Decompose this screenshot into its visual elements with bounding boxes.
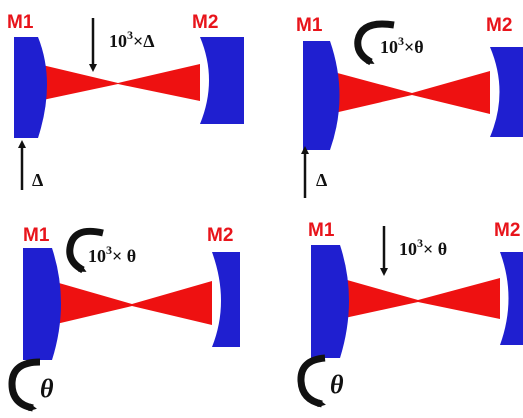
mirror-m1: [311, 245, 349, 358]
mirror-m1: [23, 248, 61, 360]
mirror-m1: [303, 41, 340, 150]
laser-beam: [340, 278, 500, 319]
m1-label: M1: [7, 12, 34, 33]
panel-2: M1 M2 103×θ Δ: [296, 15, 523, 198]
panel-4: M1 M2 103× θ θ: [297, 220, 523, 408]
mirror-m1: [14, 37, 47, 138]
mirror-m2: [490, 47, 523, 137]
m2-label: M2: [494, 220, 520, 241]
m2-label: M2: [207, 225, 233, 246]
laser-beam: [38, 64, 200, 101]
rotate-arrow-icon: [8, 358, 41, 412]
mirror-m2: [212, 252, 240, 347]
mirror-m2: [200, 37, 244, 124]
m2-label: M2: [486, 15, 512, 36]
laser-beam: [52, 281, 212, 325]
panel-1: M1 M2 103×Δ Δ: [7, 12, 244, 190]
m2-label: M2: [192, 12, 218, 33]
annotation: 103×Δ: [109, 28, 155, 51]
theta-symbol: θ: [40, 374, 54, 403]
panel-3: M1 M2 103× θ θ: [8, 225, 240, 412]
m1-label: M1: [296, 15, 323, 36]
rotate-arrow-icon: [354, 20, 395, 66]
rotate-arrow-icon: [66, 227, 104, 274]
delta-symbol: Δ: [316, 170, 327, 190]
mirror-m2: [500, 252, 523, 345]
rotate-arrow-icon: [297, 354, 326, 408]
m1-label: M1: [308, 220, 335, 241]
annotation: 103×θ: [380, 34, 424, 57]
delta-symbol: Δ: [32, 170, 43, 190]
annotation: 103× θ: [399, 236, 447, 259]
m1-label: M1: [23, 225, 50, 246]
annotation: 103× θ: [88, 243, 136, 266]
laser-beam: [330, 71, 490, 114]
theta-symbol: θ: [330, 370, 344, 399]
